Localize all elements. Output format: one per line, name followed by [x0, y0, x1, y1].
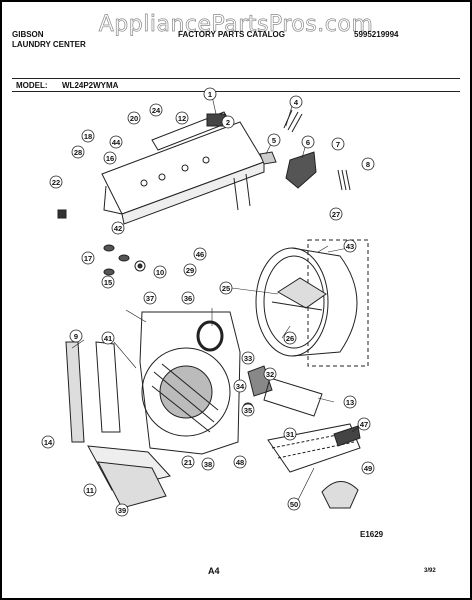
watermark: AppliancePartsPros.com — [98, 12, 374, 38]
figure-id: E1629 — [360, 530, 384, 539]
callout-33: 33 — [244, 354, 252, 363]
callout-9: 9 — [74, 332, 78, 341]
header-rule-top — [12, 78, 460, 79]
callout-46: 46 — [196, 250, 204, 259]
callout-43: 43 — [346, 242, 354, 251]
callout-49: 49 — [364, 464, 372, 473]
callout-41: 41 — [104, 334, 112, 343]
callout-1: 1 — [208, 90, 212, 99]
callout-24: 24 — [152, 106, 161, 115]
callout-8: 8 — [366, 160, 370, 169]
model-number: WL24P2WYMA — [62, 81, 119, 90]
callout-39: 39 — [118, 506, 126, 515]
callout-17: 17 — [84, 254, 92, 263]
callout-22: 22 — [52, 178, 60, 187]
callout-18: 18 — [84, 132, 92, 141]
callout-25: 25 — [222, 284, 230, 293]
callout-13: 13 — [346, 398, 354, 407]
callout-37: 37 — [146, 294, 154, 303]
callout-42: 42 — [114, 224, 122, 233]
callout-12: 12 — [178, 114, 186, 123]
small-parts — [57, 109, 351, 276]
callout-16: 16 — [106, 154, 114, 163]
catalog-number: 5995219994 — [354, 30, 399, 39]
header-rule-bottom — [12, 91, 460, 92]
date-code: 3/92 — [424, 568, 436, 574]
control-panel — [101, 111, 265, 225]
callout-36: 36 — [184, 294, 192, 303]
brand: GIBSON — [12, 30, 44, 39]
callout-44: 44 — [112, 138, 121, 147]
callout-27: 27 — [332, 210, 340, 219]
model-label: MODEL: — [16, 81, 48, 90]
callout-5: 5 — [272, 136, 276, 145]
callout-28: 28 — [74, 148, 82, 157]
callout-6: 6 — [306, 138, 310, 147]
callout-34: 34 — [236, 382, 245, 391]
callout-31: 31 — [286, 430, 294, 439]
callout-29: 29 — [186, 266, 194, 275]
callout-4: 4 — [294, 98, 299, 107]
callout-labels: 1 4 5 6 7 8 24 12 2 20 18 44 28 — [41, 87, 375, 517]
callout-11: 11 — [86, 486, 94, 495]
callout-10: 10 — [156, 268, 164, 277]
callout-26: 26 — [286, 334, 294, 343]
page-id: A4 — [208, 566, 220, 576]
callout-47: 47 — [360, 420, 368, 429]
callout-35: 35 — [244, 406, 252, 415]
callout-2: 2 — [226, 118, 230, 127]
product-line: LAUNDRY CENTER — [12, 40, 86, 49]
callout-32: 32 — [266, 370, 274, 379]
callout-14: 14 — [44, 438, 53, 447]
callout-20: 20 — [130, 114, 138, 123]
callout-7: 7 — [336, 140, 340, 149]
callout-50: 50 — [290, 500, 298, 509]
blower-housing — [139, 311, 241, 455]
catalog-title: FACTORY PARTS CATALOG — [178, 30, 285, 39]
callout-38: 38 — [204, 460, 212, 469]
callout-21: 21 — [184, 458, 192, 467]
rear-duct — [65, 341, 171, 509]
motor-bracket — [242, 365, 361, 509]
callout-15: 15 — [104, 278, 112, 287]
dryer-drum — [255, 239, 369, 367]
callout-48: 48 — [236, 458, 244, 467]
